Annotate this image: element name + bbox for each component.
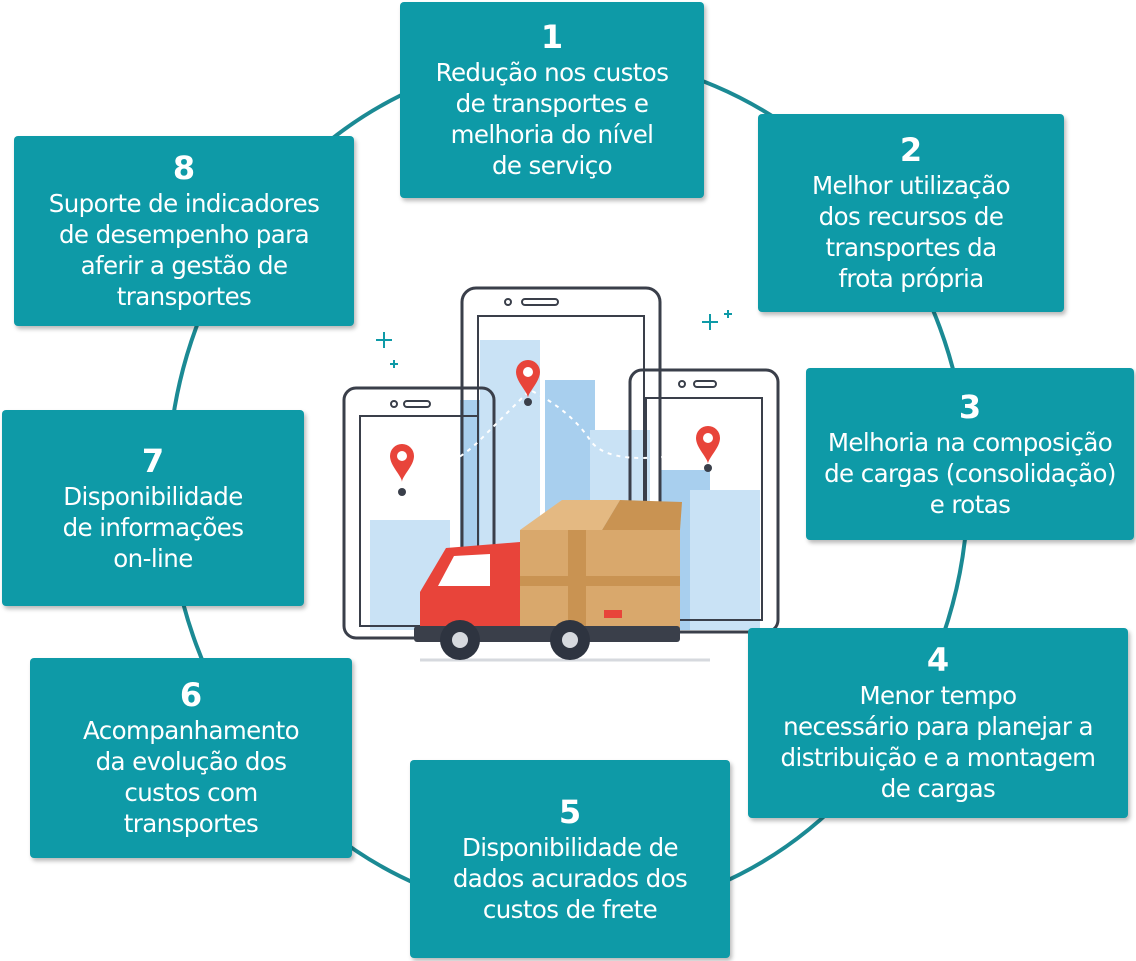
step-number: 7 — [141, 441, 165, 480]
cardboard-box-icon — [520, 500, 682, 628]
map-pin-icon — [696, 426, 720, 472]
step-number: 5 — [558, 792, 582, 831]
step-text: Redução nos custos de transportes e melh… — [435, 58, 669, 180]
map-pin-icon — [390, 444, 414, 496]
step-text: Disponibilidade de dados acurados dos cu… — [452, 832, 688, 924]
step-card-4: 4 Menor tempo necessário para planejar a… — [748, 628, 1128, 818]
step-card-5: 5 Disponibilidade de dados acurados dos … — [410, 760, 730, 958]
step-text: Melhor utilização dos recursos de transp… — [811, 171, 1011, 293]
step-number: 4 — [926, 641, 950, 679]
step-card-8: 8 Suporte de indicadores de desempenho p… — [14, 136, 354, 326]
step-card-1: 1 Redução nos custos de transportes e me… — [400, 2, 704, 198]
step-card-2: 2 Melhor utilização dos recursos de tran… — [758, 114, 1064, 312]
step-text: Menor tempo necessário para planejar a d… — [780, 681, 1097, 803]
logistics-illustration — [342, 286, 780, 662]
delivery-truck-icon — [414, 500, 682, 660]
step-text: Suporte de indicadores de desempenho par… — [48, 189, 320, 311]
step-number: 1 — [540, 18, 564, 56]
step-number: 6 — [179, 676, 203, 714]
sparkle-icon — [376, 310, 732, 368]
step-card-6: 6 Acompanhamento da evolução dos custos … — [30, 658, 352, 858]
step-card-3: 3 Melhoria na composição de cargas (cons… — [806, 368, 1134, 540]
step-text: Acompanhamento da evolução dos custos co… — [83, 716, 300, 838]
step-text: Melhoria na composição de cargas (consol… — [824, 427, 1116, 519]
step-number: 2 — [899, 131, 923, 169]
step-number: 3 — [958, 387, 982, 426]
map-pin-icon — [516, 360, 540, 406]
step-number: 8 — [172, 149, 196, 187]
step-card-7: 7 Disponibilidade de informações on-line — [2, 410, 304, 606]
step-text: Disponibilidade de informações on-line — [62, 481, 244, 573]
